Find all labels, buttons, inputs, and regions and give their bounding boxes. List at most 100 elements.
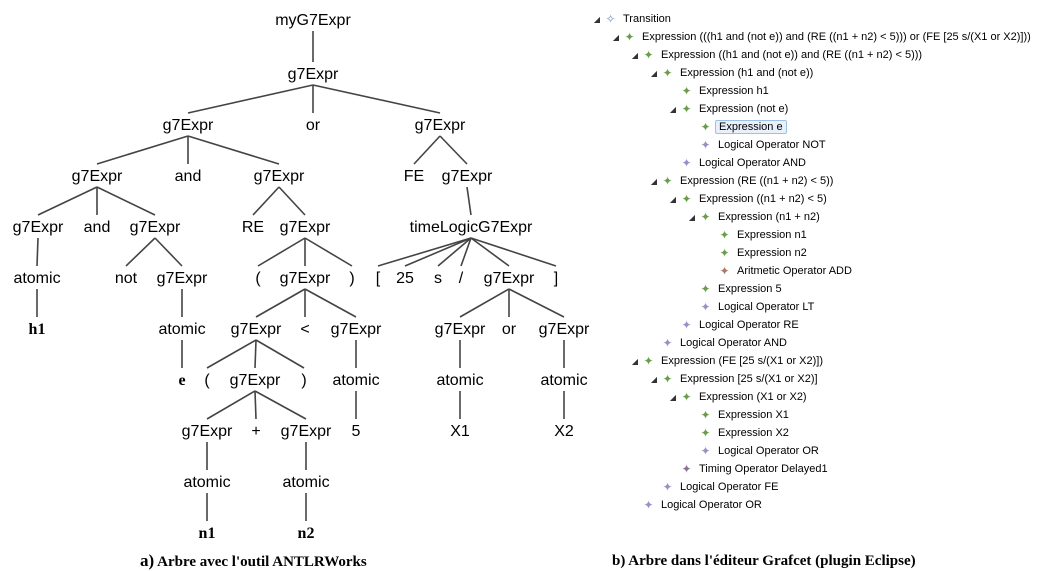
tree-edge <box>254 390 257 420</box>
outline-row[interactable]: ✦Expression n2 <box>706 244 810 262</box>
expand-toggle-icon[interactable]: ◢ <box>688 212 696 222</box>
outline-row[interactable]: ◢✦Expression (((h1 and (not e)) and (RE … <box>611 28 1034 46</box>
arithmetic-operator-icon: ✦ <box>719 264 730 278</box>
expression-icon: ✦ <box>700 120 711 134</box>
caption-a-text: Arbre avec l'outil ANTLRWorks <box>157 554 367 570</box>
outline-row[interactable]: ✦Logical Operator OR <box>630 496 765 514</box>
tree-leaf-node: e <box>178 372 185 389</box>
outline-row[interactable]: ✦Expression n1 <box>706 226 810 244</box>
logical-operator-icon: ✦ <box>662 336 673 350</box>
outline-row[interactable]: ◢✦Expression (h1 and (not e)) <box>649 64 816 82</box>
outline-row[interactable]: ✦Aritmetic Operator ADD <box>706 262 855 280</box>
outline-row-label: Expression (FE [25 s/(X1 or X2)]) <box>661 355 823 367</box>
tree-node: myG7Expr <box>275 12 351 29</box>
logical-operator-icon: ✦ <box>700 444 711 458</box>
expand-toggle-icon[interactable]: ◢ <box>650 176 658 186</box>
tree-node: 25 <box>396 270 414 287</box>
outline-row[interactable]: ✦Logical Operator OR <box>687 442 822 460</box>
outline-row[interactable]: ✦Expression X1 <box>687 406 792 424</box>
caption-b: b) Arbre dans l'éditeur Grafcet (plugin … <box>612 553 916 569</box>
tree-node: ( <box>204 372 210 389</box>
outline-row[interactable]: ✦Expression 5 <box>687 280 785 298</box>
outline-row-label: Logical Operator LT <box>718 301 815 313</box>
tree-edge <box>257 237 306 267</box>
outline-row[interactable]: ◢✦Expression (FE [25 s/(X1 or X2)]) <box>630 352 826 370</box>
expand-toggle-icon[interactable]: ◢ <box>669 194 677 204</box>
outline-row-label: Expression ((h1 and (not e)) and (RE ((n… <box>661 49 923 61</box>
outline-row[interactable]: ✦ Logical Operator FE <box>649 478 781 496</box>
tree-edge <box>304 237 353 267</box>
tree-node: ( <box>255 270 261 287</box>
outline-row[interactable]: ✦Logical Operator LT <box>687 298 817 316</box>
tree-edge <box>37 186 98 216</box>
outline-row[interactable]: ◢ ✦ Expression ((n1 + n2) < 5) <box>668 190 830 208</box>
tree-edge <box>255 288 306 318</box>
outline-row[interactable]: ◢ ✦ Expression ((h1 and (not e)) and (RE (… <box>630 46 925 64</box>
outline-row[interactable]: ✦Logical Operator AND <box>668 154 809 172</box>
tree-edge <box>470 237 557 267</box>
tree-edge <box>154 237 183 267</box>
tree-edge <box>36 237 39 267</box>
tree-edge <box>466 186 472 216</box>
outline-row-label: Logical Operator NOT <box>718 139 826 151</box>
logical-operator-icon: ✦ <box>662 480 673 494</box>
outline-row[interactable]: ✦ Timing Operator Delayed1 <box>668 460 831 478</box>
outline-row[interactable]: ◢✦Expression (RE ((n1 + n2) < 5)) <box>649 172 836 190</box>
expand-toggle-icon[interactable]: ◢ <box>593 14 601 24</box>
logical-operator-icon: ✦ <box>700 138 711 152</box>
expand-toggle-icon[interactable]: ◢ <box>631 50 639 60</box>
outline-row-label: Expression (n1 + n2) <box>718 211 820 223</box>
outline-row-label: Logical Operator RE <box>699 319 799 331</box>
tree-node: g7Expr <box>435 321 486 338</box>
tree-edges <box>36 31 565 521</box>
outline-row-label: Expression n2 <box>737 247 807 259</box>
expression-icon: ✦ <box>719 228 730 242</box>
tree-node: atomic <box>540 372 587 389</box>
outline-row[interactable]: ✦ Logical Operator NOT <box>687 136 829 154</box>
caption-a-letter: a) <box>140 551 155 570</box>
outline-row[interactable]: ◢✦Expression [25 s/(X1 or X2)] <box>649 370 821 388</box>
outline-row-label: Logical Operator FE <box>680 481 779 493</box>
tree-node: or <box>502 321 517 338</box>
tree-edge <box>125 237 156 267</box>
tree-node: g7Expr <box>280 270 331 287</box>
outline-row[interactable]: ✦Expression X2 <box>687 424 792 442</box>
outline-row[interactable]: ✦Expression h1 <box>668 82 772 100</box>
outline-row[interactable]: ◢✦Expression (not e) <box>668 100 791 118</box>
expression-icon: ✦ <box>700 210 711 224</box>
tree-node: g7Expr <box>442 168 493 185</box>
outline-row[interactable]: ◢✦Expression (X1 or X2) <box>668 388 810 406</box>
expand-toggle-icon[interactable]: ◢ <box>612 32 620 42</box>
tree-leaf-node: n1 <box>199 525 216 542</box>
outline-row[interactable]: ✦Expression e <box>687 118 787 136</box>
expand-toggle-icon[interactable]: ◢ <box>631 356 639 366</box>
outline-row[interactable]: ✦Logical Operator RE <box>668 316 802 334</box>
outline-row-label: Expression ((n1 + n2) < 5) <box>699 193 827 205</box>
expand-toggle-icon[interactable]: ◢ <box>650 68 658 78</box>
outline-row[interactable]: ◢✧Transition <box>592 10 674 28</box>
expand-toggle-icon[interactable]: ◢ <box>669 392 677 402</box>
outline-row-label: Timing Operator Delayed1 <box>699 463 828 475</box>
outline-row-label: Expression (RE ((n1 + n2) < 5)) <box>680 175 834 187</box>
tree-node: atomic <box>282 474 329 491</box>
tree-node: + <box>251 423 260 440</box>
timing-operator-icon: ✦ <box>681 462 692 476</box>
expression-icon: ✦ <box>643 48 654 62</box>
tree-node: ) <box>349 270 354 287</box>
expand-toggle-icon[interactable]: ◢ <box>669 104 677 114</box>
tree-node: / <box>459 270 464 287</box>
transition-icon: ✧ <box>605 12 616 26</box>
tree-leaf-node: h1 <box>29 321 46 338</box>
tree-edge <box>437 237 472 267</box>
outline-row[interactable]: ◢ ✦ Expression (n1 + n2) <box>687 208 823 226</box>
tree-edge <box>508 288 565 318</box>
expression-icon: ✦ <box>681 102 692 116</box>
tree-node: and <box>84 219 111 236</box>
expression-icon: ✦ <box>681 192 692 206</box>
expand-toggle-icon[interactable]: ◢ <box>650 374 658 384</box>
tree-node: g7Expr <box>230 372 281 389</box>
outline-row[interactable]: ✦Logical Operator AND <box>649 334 790 352</box>
tree-node: g7Expr <box>254 168 305 185</box>
tree-node: g7Expr <box>163 117 214 134</box>
tree-node: ) <box>301 372 306 389</box>
